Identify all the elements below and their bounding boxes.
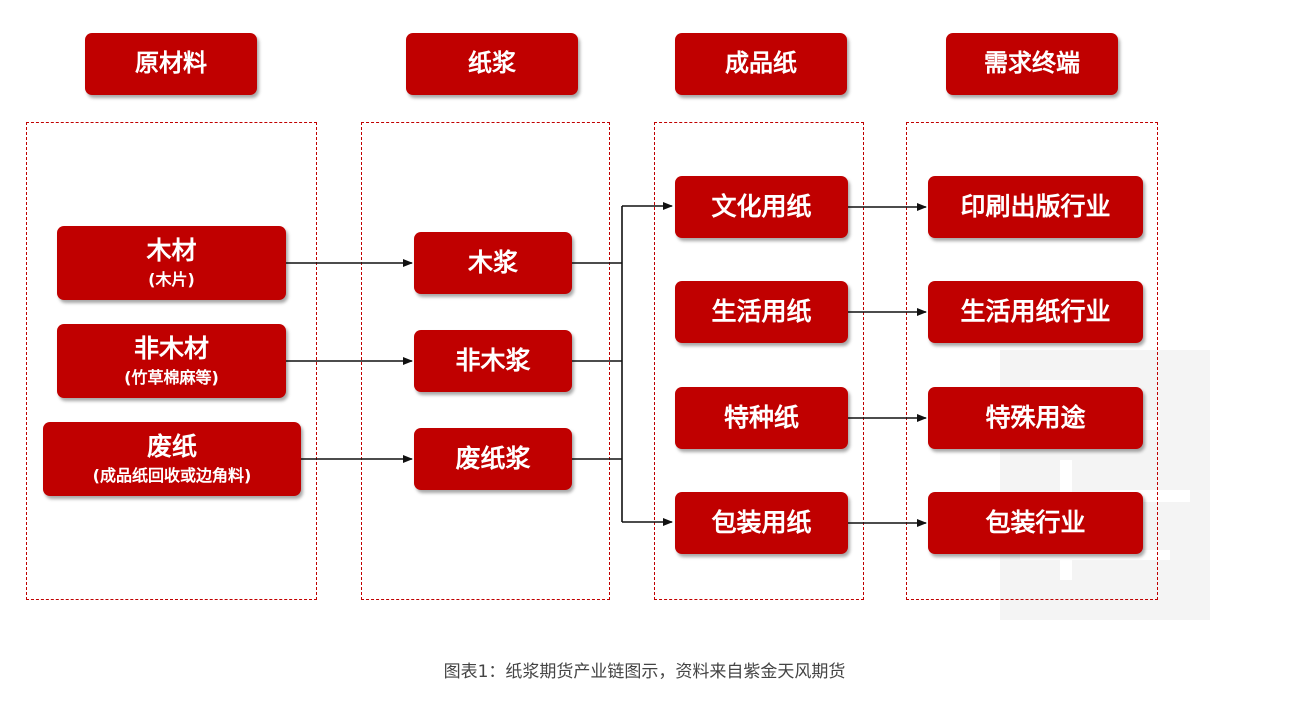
raw-wood-box: 木材 (木片) <box>57 226 286 300</box>
header-demand-terminal: 需求终端 <box>946 33 1118 95</box>
header-raw-materials: 原材料 <box>85 33 257 95</box>
column-finished-paper <box>654 122 864 600</box>
header-pulp: 纸浆 <box>406 33 578 95</box>
raw-nonwood-label: 非木材 <box>133 333 209 363</box>
pulp-wood-box: 木浆 <box>414 232 572 294</box>
column-demand-terminal <box>906 122 1158 600</box>
raw-waste-box: 废纸 (成品纸回收或边角料) <box>43 422 301 496</box>
figure-caption: 图表1：纸浆期货产业链图示，资料来自紫金天风期货 <box>443 662 846 682</box>
pulp-nonwood-box: 非木浆 <box>414 330 572 392</box>
terminal-special-box: 特殊用途 <box>928 387 1143 449</box>
raw-wood-label: 木材 <box>146 235 197 265</box>
raw-nonwood-sub: (竹草棉麻等) <box>124 367 219 387</box>
paper-household-box: 生活用纸 <box>675 281 848 343</box>
raw-wood-sub: (木片) <box>148 269 195 289</box>
header-finished-paper: 成品纸 <box>675 33 847 95</box>
terminal-household-box: 生活用纸行业 <box>928 281 1143 343</box>
terminal-printing-box: 印刷出版行业 <box>928 176 1143 238</box>
raw-nonwood-box: 非木材 (竹草棉麻等) <box>57 324 286 398</box>
paper-culture-box: 文化用纸 <box>675 176 848 238</box>
paper-special-box: 特种纸 <box>675 387 848 449</box>
terminal-packaging-box: 包装行业 <box>928 492 1143 554</box>
paper-packaging-box: 包装用纸 <box>675 492 848 554</box>
raw-waste-label: 废纸 <box>146 431 197 461</box>
pulp-waste-box: 废纸浆 <box>414 428 572 490</box>
raw-waste-sub: (成品纸回收或边角料) <box>92 465 252 485</box>
